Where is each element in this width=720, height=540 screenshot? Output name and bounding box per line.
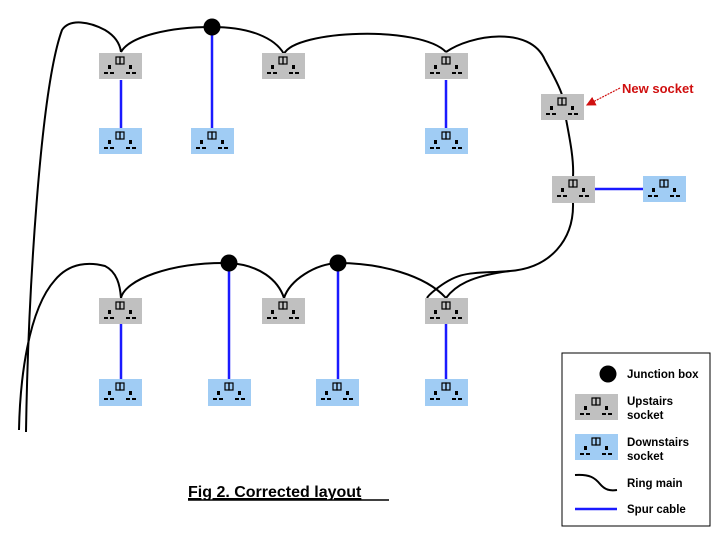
downstairs-socket [208,379,251,406]
ring-cable-segment [211,26,285,55]
legend-label-downstairs: Downstairs [627,437,689,449]
downstairs-socket [425,379,468,406]
legend-downstairs-socket-icon [575,434,618,460]
ring-cable-segment [565,118,575,178]
upstairs-socket [99,298,142,324]
legend-ring-main-icon [574,473,618,492]
legend-label-upstairs: Upstairs [627,396,673,408]
ring-cable-segment [445,270,511,299]
ring-cable-segment [283,32,447,55]
upper-ring-main [25,21,575,433]
upstairs-socket [262,298,305,324]
junction-box [329,254,347,272]
legend: Junction box Upstairs socket Downstairs … [561,352,711,527]
legend-label-spur-cable: Spur cable [627,504,686,516]
upstairs-socket [99,53,142,79]
new-socket-arrow [585,87,621,106]
ring-cable-segment [120,261,230,299]
legend-label-ring-main: Ring main [627,478,683,490]
upstairs-socket [425,53,468,79]
ring-cable-segment [18,262,122,431]
new-upstairs-socket [541,94,584,120]
upstairs-socket [425,298,468,324]
junction-box [203,18,221,36]
ring-cable-segment [426,202,575,299]
ring-cable-segment [120,26,213,53]
legend-junction-box-icon [599,365,617,383]
ring-cable-segment [445,35,563,96]
junction-box [220,254,238,272]
legend-label-downstairs-socket: socket [627,451,664,463]
ring-cable-segment [228,262,285,299]
legend-upstairs-socket-icon [575,394,618,420]
downstairs-socket [425,128,468,154]
figure-title: Fig 2. Corrected layout [188,484,362,501]
legend-label-junction-box: Junction box [627,369,699,381]
downstairs-socket [99,379,142,406]
ring-cable-segment [283,262,339,299]
upstairs-socket [262,53,305,79]
ring-cable-segment [25,21,122,433]
upstairs-socket [552,176,595,203]
spur-cables [119,27,643,379]
new-socket-label: New socket [622,81,694,96]
legend-label-upstairs-socket: socket [627,410,664,422]
downstairs-socket [316,379,359,406]
downstairs-socket [643,176,686,202]
downstairs-socket [191,128,234,154]
ring-cable-segment [337,262,447,299]
downstairs-socket [99,128,142,154]
